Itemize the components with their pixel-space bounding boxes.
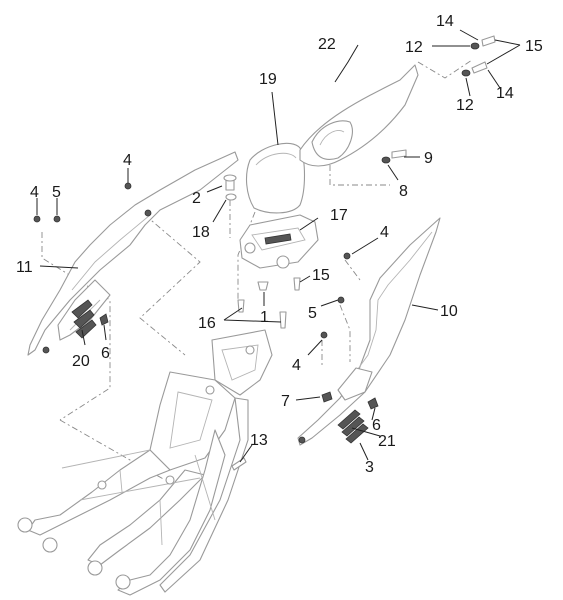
leader-lines	[36, 29, 521, 463]
callout-20: 20	[72, 353, 90, 370]
callout-12-bottom: 12	[456, 97, 474, 114]
callout-3: 3	[365, 459, 374, 476]
callout-10: 10	[440, 303, 458, 320]
rear-subframe	[17, 329, 273, 596]
callout-5-right: 5	[308, 305, 317, 322]
callout-18: 18	[192, 224, 210, 241]
callout-8: 8	[399, 183, 408, 200]
callout-4-right: 4	[292, 357, 301, 374]
callout-7: 7	[281, 393, 290, 410]
callout-6-left: 6	[101, 345, 110, 362]
left-grommet-strip	[71, 299, 109, 339]
fasteners	[33, 35, 496, 471]
callout-1: 1	[260, 309, 269, 326]
tail-cover	[299, 64, 419, 167]
callout-4-left: 4	[30, 184, 39, 201]
callout-11: 11	[16, 259, 33, 276]
callout-17: 17	[330, 207, 348, 224]
right-side-fairing	[297, 217, 441, 446]
callout-9: 9	[424, 150, 433, 167]
callout-15-mid: 15	[312, 267, 330, 284]
callout-22: 22	[318, 36, 336, 53]
rear-bracket	[239, 214, 319, 269]
rider-seat	[245, 142, 306, 214]
callout-16: 16	[198, 315, 216, 332]
callout-15-top: 15	[525, 38, 543, 55]
callout-12-top: 12	[405, 39, 423, 56]
callout-5-left: 5	[52, 184, 61, 201]
callout-4-left-top: 4	[123, 152, 132, 169]
callout-4-right-top: 4	[380, 224, 389, 241]
callout-14-top: 14	[436, 13, 454, 30]
callout-2: 2	[192, 190, 201, 207]
callout-6-right: 6	[372, 417, 381, 434]
callout-19: 19	[259, 71, 277, 88]
callout-numbers: 1 2 3 4 4 4 4 5 5 6 6 7 8 9 10 11 12 12 …	[16, 13, 543, 476]
callout-13: 13	[250, 432, 268, 449]
callout-14-bottom: 14	[496, 85, 514, 102]
callout-21: 21	[378, 433, 396, 450]
right-grommet-strip	[321, 391, 379, 444]
